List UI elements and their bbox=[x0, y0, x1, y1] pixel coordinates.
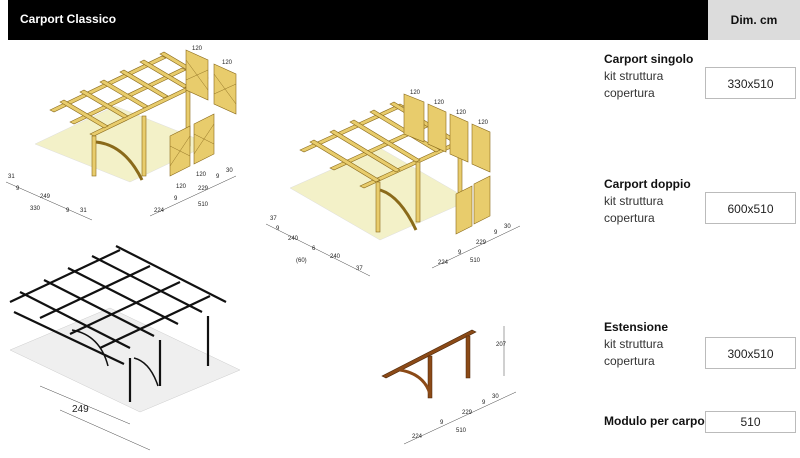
dimension-header-label: Dim. cm bbox=[730, 13, 778, 27]
product-estensione: Estensione kit struttura copertura bbox=[604, 320, 794, 370]
dimension-box-singolo: 330x510 bbox=[705, 67, 796, 99]
product-line-1: kit struttura bbox=[604, 69, 664, 83]
product-modulo: Modulo per carport bbox=[604, 414, 794, 428]
product-line-2: copertura bbox=[604, 354, 655, 368]
product-name: Carport singolo bbox=[604, 52, 694, 66]
double-dim-l2: 240 bbox=[288, 236, 299, 242]
double-dim-r2: 9 bbox=[458, 250, 462, 256]
single-dim-l3: 330 bbox=[30, 206, 41, 212]
double-dim-r1: 224 bbox=[438, 260, 449, 266]
single-dim-l4: 9 bbox=[16, 186, 20, 192]
module-dim-5: 30 bbox=[492, 394, 499, 400]
double-dim-l7: (60) bbox=[296, 258, 307, 264]
module-drawing: 207 224 9 229 9 30 510 bbox=[381, 326, 517, 445]
single-dim-r5: 30 bbox=[226, 168, 233, 174]
single-dim-r4: 9 bbox=[216, 174, 220, 180]
single-dim-r3: 229 bbox=[198, 186, 209, 192]
carport-drawings: 120 120 120 120 31 249 330 9 9 31 224 9 … bbox=[5, 46, 521, 451]
module-height-dim: 207 bbox=[496, 342, 507, 348]
product-line-1: kit struttura bbox=[604, 337, 664, 351]
double-panel-dim-4: 120 bbox=[478, 120, 489, 126]
product-line-1: kit struttura bbox=[604, 194, 664, 208]
single-dim-l5: 9 bbox=[66, 208, 70, 214]
single-panel-dim-4: 120 bbox=[196, 172, 207, 178]
double-panel-dim-2: 120 bbox=[434, 100, 445, 106]
single-dim-l2: 249 bbox=[40, 194, 51, 200]
module-dim-6: 510 bbox=[456, 428, 467, 434]
double-dim-r6: 510 bbox=[470, 258, 481, 264]
header-bar: Carport Classico bbox=[8, 0, 708, 40]
single-panel-dim-3: 120 bbox=[176, 184, 187, 190]
single-panel-dim-2: 120 bbox=[222, 60, 233, 66]
product-carport-singolo: Carport singolo kit struttura copertura bbox=[604, 52, 794, 102]
product-name: Modulo per carport bbox=[604, 414, 714, 428]
dimension-header: Dim. cm bbox=[708, 0, 800, 40]
dimension-box-doppio: 600x510 bbox=[705, 192, 796, 224]
dimension-box-modulo: 510 bbox=[705, 411, 796, 433]
single-dim-r6: 510 bbox=[198, 202, 209, 208]
module-dim-2: 9 bbox=[440, 420, 444, 426]
single-dim-l1: 31 bbox=[8, 174, 15, 180]
double-dim-l6: 9 bbox=[276, 226, 280, 232]
black-carport-drawing: 249 bbox=[9, 245, 241, 451]
module-dim-3: 229 bbox=[462, 410, 473, 416]
page-title: Carport Classico bbox=[20, 12, 117, 26]
double-panel-dim-3: 120 bbox=[456, 110, 467, 116]
double-dim-l1: 37 bbox=[270, 216, 277, 222]
module-dim-1: 224 bbox=[412, 434, 423, 440]
product-line-2: copertura bbox=[604, 211, 655, 225]
black-carport-dim: 249 bbox=[72, 404, 89, 415]
product-name: Estensione bbox=[604, 320, 669, 334]
product-line-2: copertura bbox=[604, 86, 655, 100]
double-dim-l3: 6 bbox=[312, 246, 316, 252]
double-dim-r3: 229 bbox=[476, 240, 487, 246]
double-dim-l5: 37 bbox=[356, 266, 363, 272]
single-dim-r2: 9 bbox=[174, 196, 178, 202]
single-panel-dim-1: 120 bbox=[192, 46, 203, 52]
single-dim-l6: 31 bbox=[80, 208, 87, 214]
product-carport-doppio: Carport doppio kit struttura copertura bbox=[604, 177, 794, 227]
double-dim-r5: 30 bbox=[504, 224, 511, 230]
single-dim-r1: 224 bbox=[154, 208, 165, 214]
double-dim-l4: 240 bbox=[330, 254, 341, 260]
single-carport-drawing: 120 120 120 120 31 249 330 9 9 31 224 9 … bbox=[5, 46, 237, 221]
dimension-box-estensione: 300x510 bbox=[705, 337, 796, 369]
product-name: Carport doppio bbox=[604, 177, 691, 191]
double-dim-r4: 9 bbox=[494, 230, 498, 236]
double-panel-dim-1: 120 bbox=[410, 90, 421, 96]
module-dim-4: 9 bbox=[482, 400, 486, 406]
double-carport-drawing: 120 120 120 120 37 240 6 240 37 9 (60) 2… bbox=[265, 90, 521, 277]
